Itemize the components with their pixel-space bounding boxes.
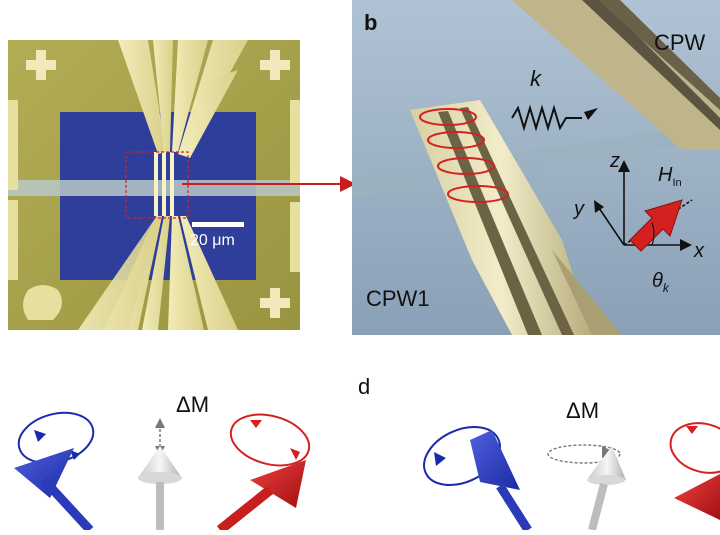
panel-d-precession: d ΔM	[352, 370, 720, 533]
electrode-fan-bottom	[78, 216, 238, 330]
rf-loops	[419, 108, 509, 203]
angle-subscript: k	[662, 281, 669, 295]
panel-d-delta-m: ΔM	[566, 398, 600, 423]
device-rendering	[352, 0, 720, 335]
zoom-arrow	[182, 176, 356, 192]
cpw2-label: CPW	[654, 30, 706, 55]
panel-d-letter: d	[358, 374, 371, 399]
panel-a-micrograph: 20 μm	[8, 40, 300, 330]
panel-b-letter: b	[364, 10, 378, 35]
field-arrow	[629, 199, 683, 252]
micrograph-image	[8, 40, 300, 330]
axis-z-label: z	[610, 150, 620, 172]
axis-x-label: x	[694, 240, 704, 262]
electrode-fan-top	[118, 40, 248, 158]
alignment-crosses	[26, 50, 290, 318]
angle-symbol: θ	[652, 270, 663, 292]
axis-y-label: y	[574, 198, 584, 220]
scale-bar	[192, 222, 244, 227]
panel-b-rendering: b CPW CPW1 k z y x HIn θk	[352, 0, 720, 335]
precession-sketch-d	[423, 422, 720, 533]
field-symbol: H	[658, 164, 673, 186]
field-label: HIn	[658, 164, 682, 189]
panel-c-precession: ΔM	[0, 390, 340, 534]
precession-sketch-c	[14, 411, 311, 534]
wave-vector-label: k	[530, 66, 541, 91]
panel-c-delta-m: ΔM	[176, 392, 210, 417]
angle-label: θk	[652, 270, 669, 295]
scale-bar-label: 20 μm	[190, 232, 235, 249]
cpw1-label: CPW1	[366, 286, 430, 311]
field-subscript: In	[672, 177, 682, 189]
spin-wave-arrow	[511, 104, 582, 132]
